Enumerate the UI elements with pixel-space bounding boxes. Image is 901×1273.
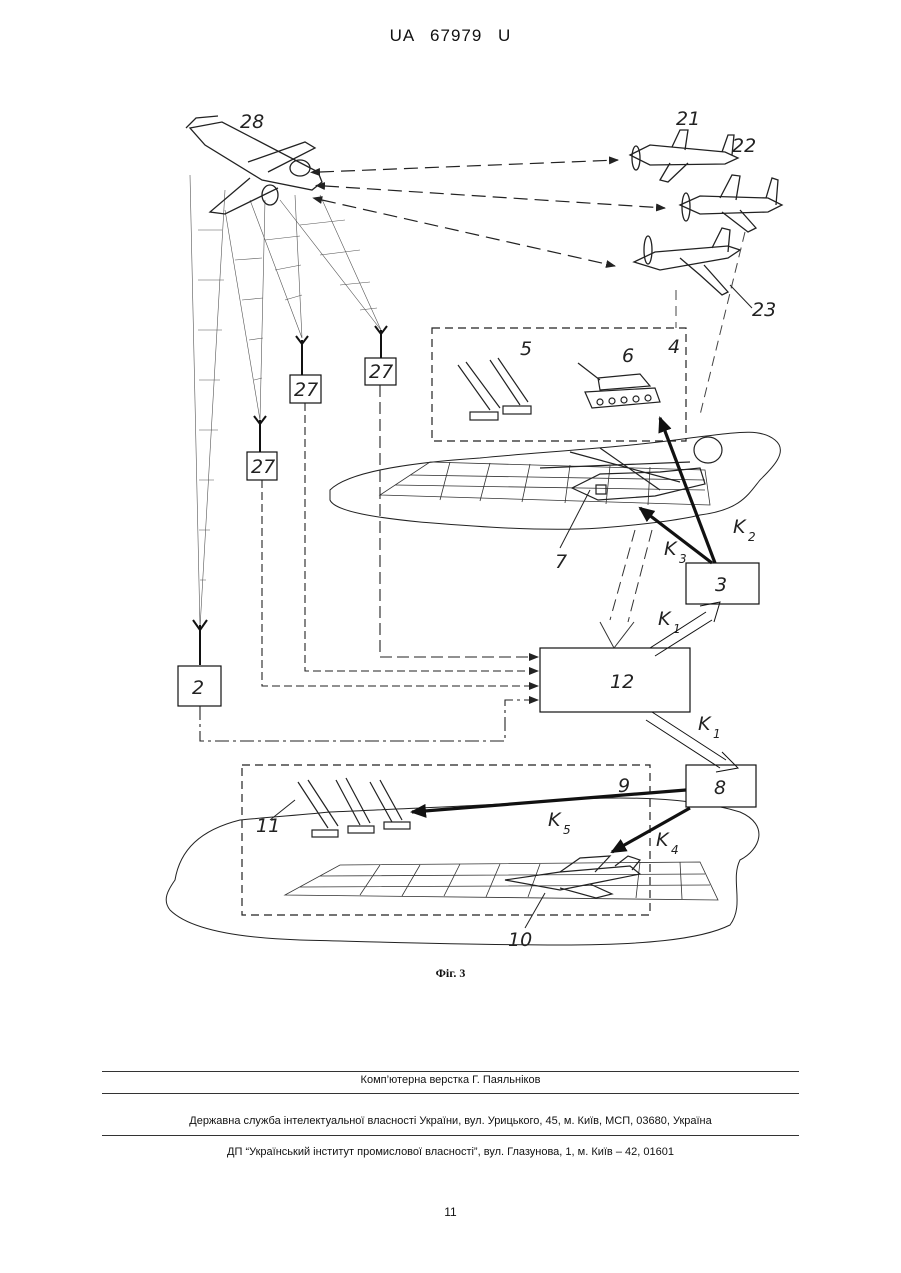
- footer-institute: ДП “Український інститут промислової вла…: [102, 1146, 799, 1158]
- datalink-28-to-21-23: [320, 160, 665, 266]
- svg-text:1: 1: [713, 727, 721, 741]
- zone-4-box: [432, 328, 686, 441]
- label-k1-lower: K 1: [698, 713, 721, 741]
- label-23: 23: [752, 299, 776, 321]
- svg-text:1: 1: [673, 622, 681, 636]
- helicopter-to-block-12: [600, 530, 652, 648]
- radar-beams: [190, 175, 381, 628]
- page-number: 11: [0, 1205, 901, 1219]
- label-3: 3: [715, 574, 727, 596]
- footer-rule-mid: [102, 1093, 799, 1094]
- helicopter-7: [540, 437, 722, 500]
- label-6: 6: [622, 345, 634, 367]
- label-4: 4: [668, 336, 680, 358]
- label-2: 2: [192, 677, 204, 699]
- footer-ip-service: Державна служба інтелектуальної власност…: [102, 1115, 799, 1127]
- svg-text:K: K: [698, 713, 712, 735]
- aircraft-22: [680, 175, 782, 232]
- footer-rule-top: [102, 1071, 799, 1072]
- label-10: 10: [508, 929, 532, 951]
- svg-text:5: 5: [563, 823, 571, 837]
- tank-6: [578, 363, 660, 408]
- label-k4: K 4: [656, 829, 679, 857]
- patent-figure-3: 28 21 22 23 27 27 27 4 5 6 7 3 12 2 8 9 …: [0, 0, 901, 1000]
- label-22: 22: [732, 135, 756, 157]
- label-k1-upper: K 1: [658, 608, 681, 636]
- arrow-k1-12-to-8: [646, 712, 738, 772]
- missile-launchers-11: [298, 778, 410, 837]
- label-k5: K 5: [548, 809, 571, 837]
- label-27a: 27: [251, 456, 275, 478]
- svg-text:K: K: [664, 538, 678, 560]
- label-7: 7: [555, 551, 567, 573]
- label-27b: 27: [294, 379, 318, 401]
- fighter-jet-10: [505, 856, 640, 898]
- label-28: 28: [240, 111, 264, 133]
- label-27c: 27: [369, 361, 393, 383]
- svg-text:K: K: [656, 829, 670, 851]
- svg-text:K: K: [548, 809, 562, 831]
- label-11: 11: [256, 815, 280, 837]
- svg-text:K: K: [658, 608, 672, 630]
- figure-caption: Фіг. 3: [0, 966, 901, 981]
- svg-text:2: 2: [748, 530, 756, 544]
- leader-lines: [270, 285, 752, 928]
- label-12: 12: [610, 671, 634, 693]
- missile-launchers-5: [458, 358, 531, 420]
- svg-text:3: 3: [679, 552, 687, 566]
- svg-text:K: K: [733, 516, 747, 538]
- inputs-to-block-12: [200, 385, 538, 741]
- aircraft-23: [634, 228, 740, 295]
- aircraft-21: [630, 130, 738, 182]
- upper-grid-area: [380, 462, 710, 505]
- svg-text:4: 4: [671, 843, 679, 857]
- footer-typesetter: Комп’ютерна верстка Г. Паяльніков: [102, 1074, 799, 1086]
- footer-rule-bottom: [102, 1135, 799, 1136]
- label-k2: K 2: [733, 516, 756, 544]
- label-9: 9: [618, 775, 630, 797]
- label-8: 8: [714, 777, 726, 799]
- lower-grid-area: [285, 862, 718, 900]
- label-21: 21: [676, 108, 700, 130]
- upper-terrain-outline: [330, 432, 780, 529]
- label-5: 5: [520, 338, 532, 360]
